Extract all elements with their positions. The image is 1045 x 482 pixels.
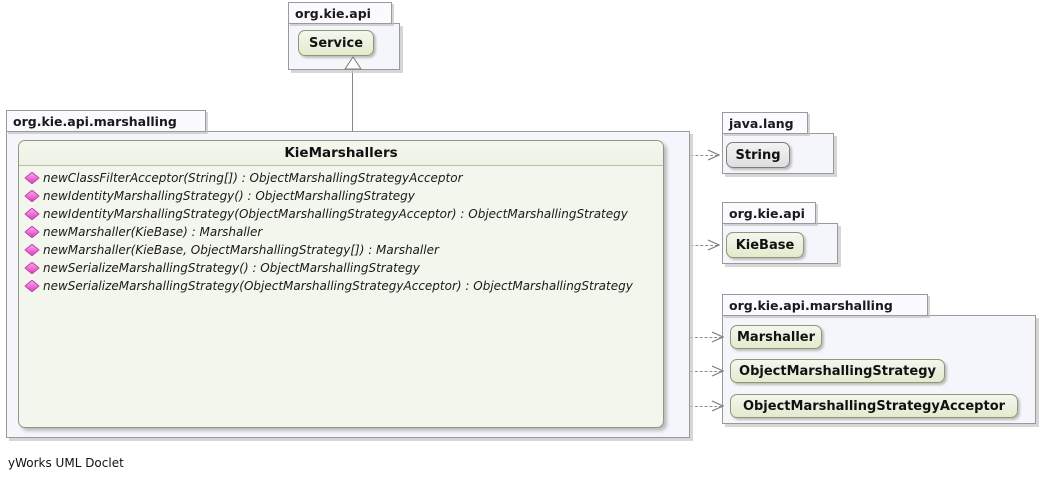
open-arrowhead-objectmarshallingstrategyacceptor: [711, 400, 725, 412]
open-arrowhead-objectmarshallingstrategy: [711, 365, 725, 377]
class-member-row[interactable]: newClassFilterAcceptor(String[]) : Objec…: [19, 169, 663, 187]
class-member-signature: newClassFilterAcceptor(String[]) : Objec…: [43, 171, 463, 185]
package-label-java-lang: java.lang: [722, 112, 808, 134]
class-member-row[interactable]: newSerializeMarshallingStrategy(ObjectMa…: [19, 277, 663, 295]
class-member-signature: newIdentityMarshallingStrategy(ObjectMar…: [43, 207, 628, 221]
method-public-static-icon: [26, 280, 38, 292]
open-arrowhead-marshaller: [711, 331, 725, 343]
class-chip-objectmarshallingstrategy[interactable]: ObjectMarshallingStrategy: [730, 359, 945, 383]
class-member-row[interactable]: newIdentityMarshallingStrategy() : Objec…: [19, 187, 663, 205]
hollow-triangle-arrowhead-service: [344, 56, 362, 70]
class-member-signature: newIdentityMarshallingStrategy() : Objec…: [43, 189, 415, 203]
method-public-static-icon: [26, 172, 38, 184]
method-public-static-icon: [26, 208, 38, 220]
package-org-kie-api-right: org.kie.api: [722, 202, 838, 264]
class-name-kiemarshallers: KieMarshallers: [19, 141, 663, 166]
class-chip-marshaller[interactable]: Marshaller: [730, 325, 822, 349]
footer-credit: yWorks UML Doclet: [8, 456, 124, 470]
class-member-signature: newMarshaller(KieBase) : Marshaller: [43, 225, 263, 239]
method-public-static-icon: [26, 190, 38, 202]
generalization-line-service: [352, 66, 353, 148]
dependency-line-marshaller: [666, 337, 722, 338]
open-arrowhead-string: [707, 149, 721, 161]
class-chip-objectmarshallingstrategyacceptor[interactable]: ObjectMarshallingStrategyAcceptor: [730, 394, 1018, 418]
class-member-signature: newSerializeMarshallingStrategy() : Obje…: [43, 261, 420, 275]
package-label-org-kie-api-marshalling-right: org.kie.api.marshalling: [722, 294, 928, 316]
class-member-row[interactable]: newSerializeMarshallingStrategy() : Obje…: [19, 259, 663, 277]
class-member-signature: newSerializeMarshallingStrategy(ObjectMa…: [43, 279, 633, 293]
class-member-row[interactable]: newMarshaller(KieBase) : Marshaller: [19, 223, 663, 241]
package-org-kie-api-top: org.kie.api: [288, 2, 400, 70]
class-member-row[interactable]: newIdentityMarshallingStrategy(ObjectMar…: [19, 205, 663, 223]
method-public-static-icon: [26, 262, 38, 274]
dependency-line-kiebase: [666, 245, 718, 246]
method-public-static-icon: [26, 226, 38, 238]
package-label-org-kie-api-marshalling-main: org.kie.api.marshalling: [6, 110, 206, 132]
class-member-signature: newMarshaller(KieBase, ObjectMarshalling…: [43, 243, 439, 257]
class-box-kiemarshallers[interactable]: KieMarshallers newClassFilterAcceptor(St…: [18, 140, 664, 428]
package-label-org-kie-api-top: org.kie.api: [288, 2, 392, 24]
dependency-line-objectmarshallingstrategyacceptor: [666, 406, 722, 407]
dependency-line-string: [666, 155, 718, 156]
class-member-list: newClassFilterAcceptor(String[]) : Objec…: [19, 166, 663, 295]
package-label-org-kie-api-right: org.kie.api: [722, 202, 816, 224]
class-chip-service[interactable]: Service: [298, 30, 374, 56]
class-member-row[interactable]: newMarshaller(KieBase, ObjectMarshalling…: [19, 241, 663, 259]
method-public-static-icon: [26, 244, 38, 256]
class-chip-kiebase[interactable]: KieBase: [726, 232, 804, 258]
class-chip-string[interactable]: String: [726, 142, 790, 168]
open-arrowhead-kiebase: [707, 239, 721, 251]
dependency-line-objectmarshallingstrategy: [666, 371, 722, 372]
